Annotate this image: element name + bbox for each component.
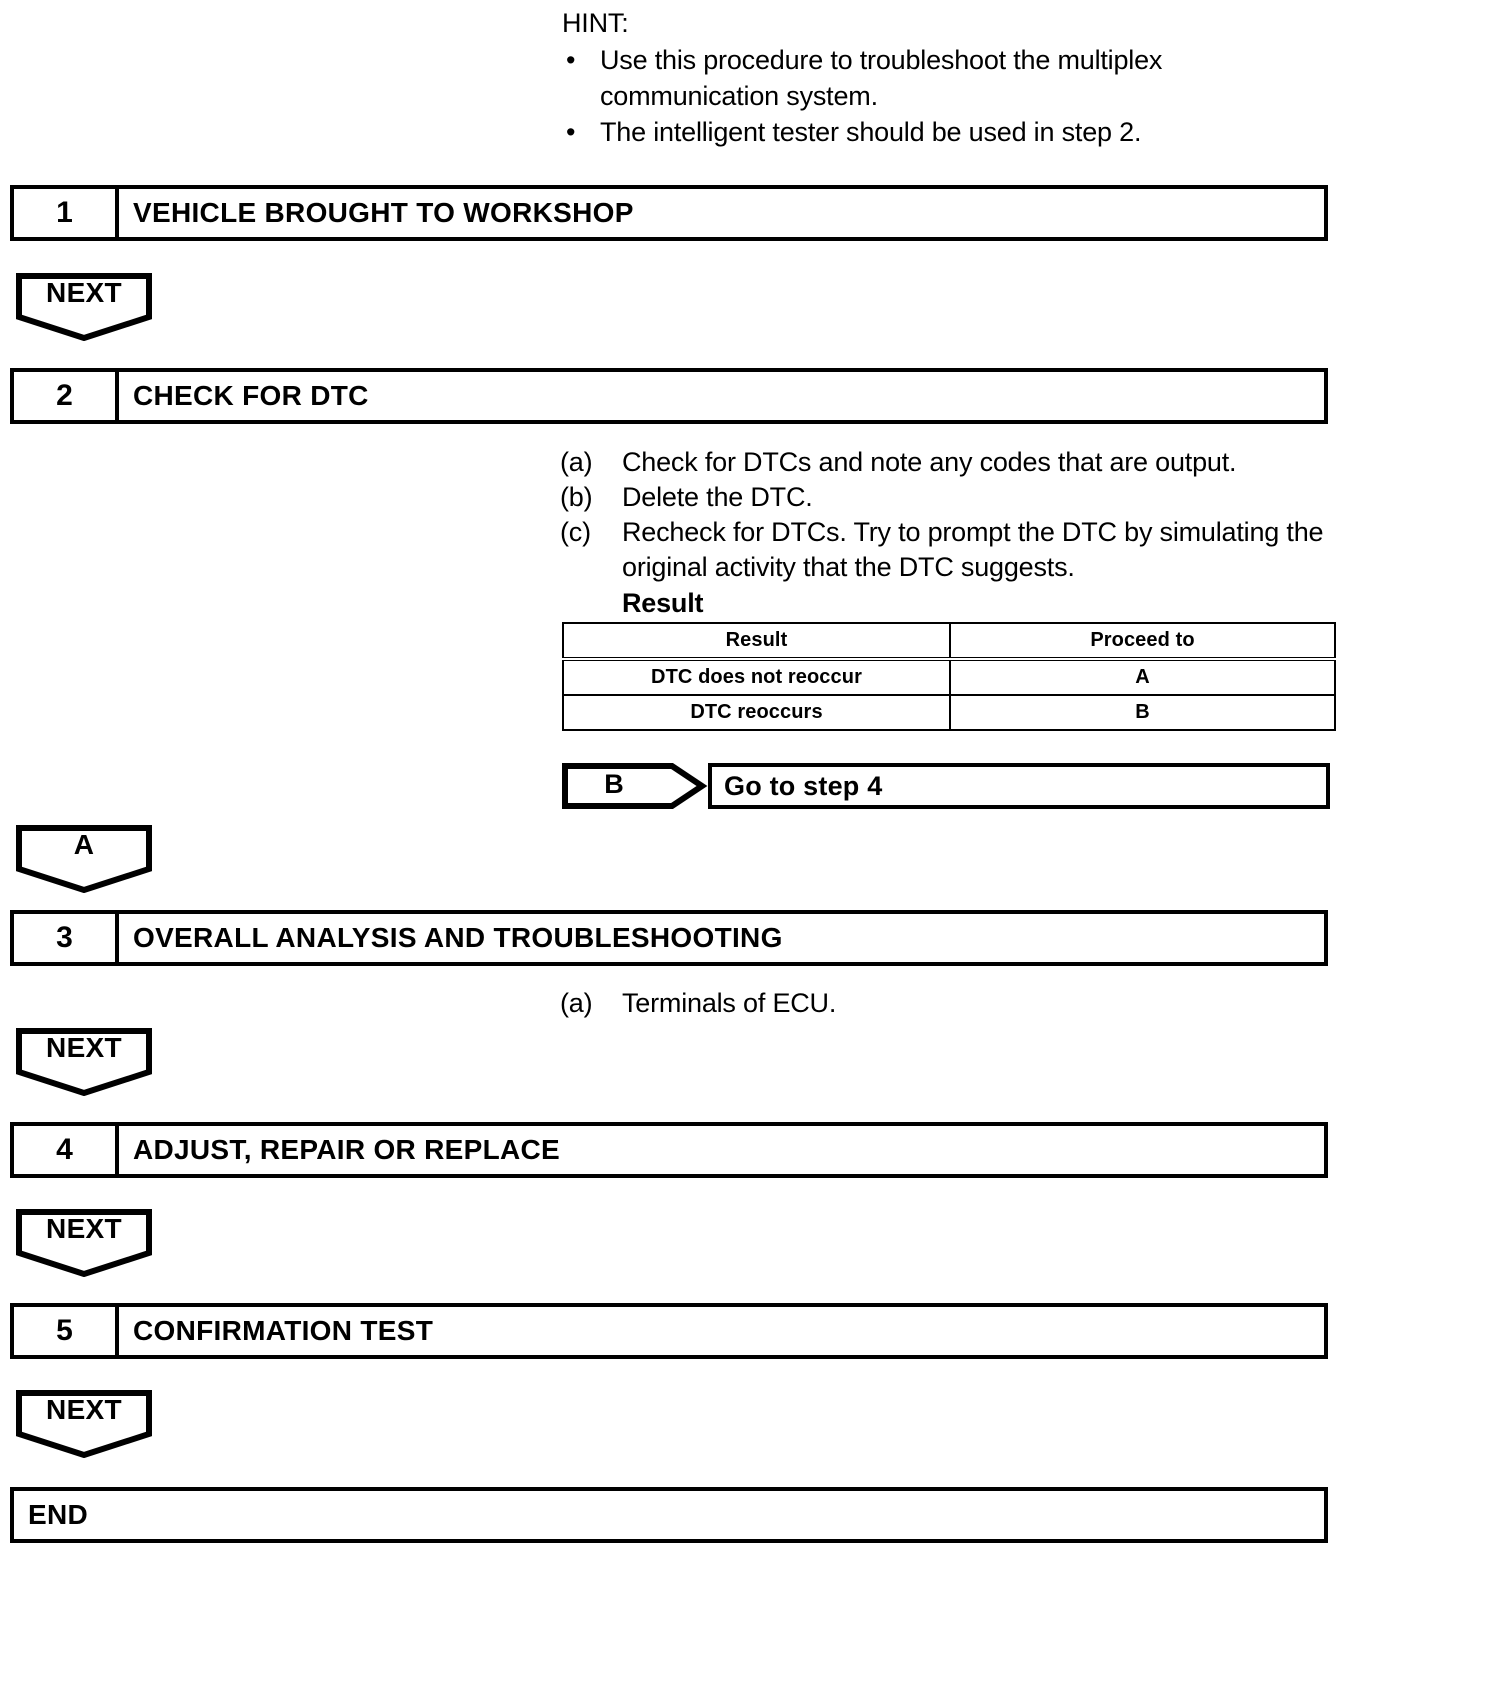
pentagon-down-icon [16, 1390, 152, 1458]
hint-block: HINT: • Use this procedure to troublesho… [562, 4, 1322, 150]
detail-marker: (a) [560, 988, 593, 1018]
branch-row-b: B Go to step 4 [562, 763, 1330, 809]
cell-result: DTC does not reoccur [562, 658, 951, 696]
step-number: 1 [14, 189, 119, 237]
step-bar-5: 5 CONFIRMATION TEST [10, 1303, 1328, 1359]
detail-text: Delete the DTC. [622, 482, 813, 512]
pentagon-down-icon [16, 1028, 152, 1096]
connector-label: NEXT [46, 1213, 122, 1244]
pentagon-down-icon [16, 825, 152, 893]
detail-item: (c) Recheck for DTCs. Try to prompt the … [560, 515, 1350, 585]
hint-item: • The intelligent tester should be used … [562, 114, 1322, 150]
pentagon-down-icon [16, 1209, 152, 1277]
step2-detail-list: (a) Check for DTCs and note any codes th… [560, 445, 1350, 621]
table-row: DTC reoccurs B [562, 694, 1336, 731]
step-number: 5 [14, 1307, 119, 1355]
detail-item: (b) Delete the DTC. [560, 480, 1350, 515]
table-header-row: Result Proceed to [562, 622, 1336, 661]
detail-text: Terminals of ECU. [622, 988, 837, 1018]
step3-detail-list: (a) Terminals of ECU. [560, 986, 1350, 1021]
step-number: 4 [14, 1126, 119, 1174]
step-bar-4: 4 ADJUST, REPAIR OR REPLACE [10, 1122, 1328, 1178]
table-row: DTC does not reoccur A [562, 658, 1336, 696]
end-bar: END [10, 1487, 1328, 1543]
hint-list: • Use this procedure to troubleshoot the… [562, 42, 1322, 150]
hint-title: HINT: [562, 8, 629, 38]
connector-label: A [73, 829, 95, 860]
connector-label: NEXT [46, 277, 122, 308]
step-title: OVERALL ANALYSIS AND TROUBLESHOOTING [133, 922, 783, 953]
connector-label: NEXT [46, 1394, 122, 1425]
connector-next: NEXT [16, 1209, 152, 1277]
result-heading: Result [622, 588, 704, 618]
connector-a: A [16, 825, 152, 893]
detail-text: Recheck for DTCs. Try to prompt the DTC … [622, 517, 1324, 582]
step-title: ADJUST, REPAIR OR REPLACE [133, 1134, 561, 1165]
step-title: VEHICLE BROUGHT TO WORKSHOP [133, 197, 634, 228]
branch-target-box: Go to step 4 [708, 763, 1330, 809]
step-number: 3 [14, 914, 119, 962]
branch-tag-b: B [562, 763, 708, 809]
connector-next: NEXT [16, 273, 152, 341]
column-header-result: Result [562, 622, 951, 661]
bullet-glyph: • [566, 117, 576, 147]
detail-marker: (b) [560, 482, 593, 512]
hint-item-text: The intelligent tester should be used in… [600, 117, 1142, 147]
branch-tag-label: B [604, 769, 624, 799]
pentagon-right-icon [562, 763, 708, 809]
step-bar-2: 2 CHECK FOR DTC [10, 368, 1328, 424]
hint-item: • Use this procedure to troubleshoot the… [562, 42, 1322, 114]
detail-marker: (c) [560, 517, 591, 547]
detail-marker: (a) [560, 447, 593, 477]
detail-item: (a) Terminals of ECU. [560, 986, 1350, 1021]
cell-proceed-to: A [949, 658, 1336, 696]
step-bar-3: 3 OVERALL ANALYSIS AND TROUBLESHOOTING [10, 910, 1328, 966]
hint-item-text: Use this procedure to troubleshoot the m… [600, 45, 1163, 111]
bullet-glyph: • [566, 45, 576, 75]
step-title: CHECK FOR DTC [133, 380, 369, 411]
cell-result: DTC reoccurs [562, 694, 951, 731]
pentagon-down-icon [16, 273, 152, 341]
column-header-proceed-to: Proceed to [949, 622, 1336, 661]
result-table: Result Proceed to DTC does not reoccur A… [562, 622, 1336, 731]
connector-next: NEXT [16, 1390, 152, 1458]
step-number: 2 [14, 372, 119, 420]
step-title: CONFIRMATION TEST [133, 1315, 434, 1346]
connector-label: NEXT [46, 1032, 122, 1063]
connector-next: NEXT [16, 1028, 152, 1096]
cell-proceed-to: B [949, 694, 1336, 731]
detail-text: Check for DTCs and note any codes that a… [622, 447, 1237, 477]
step-bar-1: 1 VEHICLE BROUGHT TO WORKSHOP [10, 185, 1328, 241]
detail-item: (a) Check for DTCs and note any codes th… [560, 445, 1350, 480]
